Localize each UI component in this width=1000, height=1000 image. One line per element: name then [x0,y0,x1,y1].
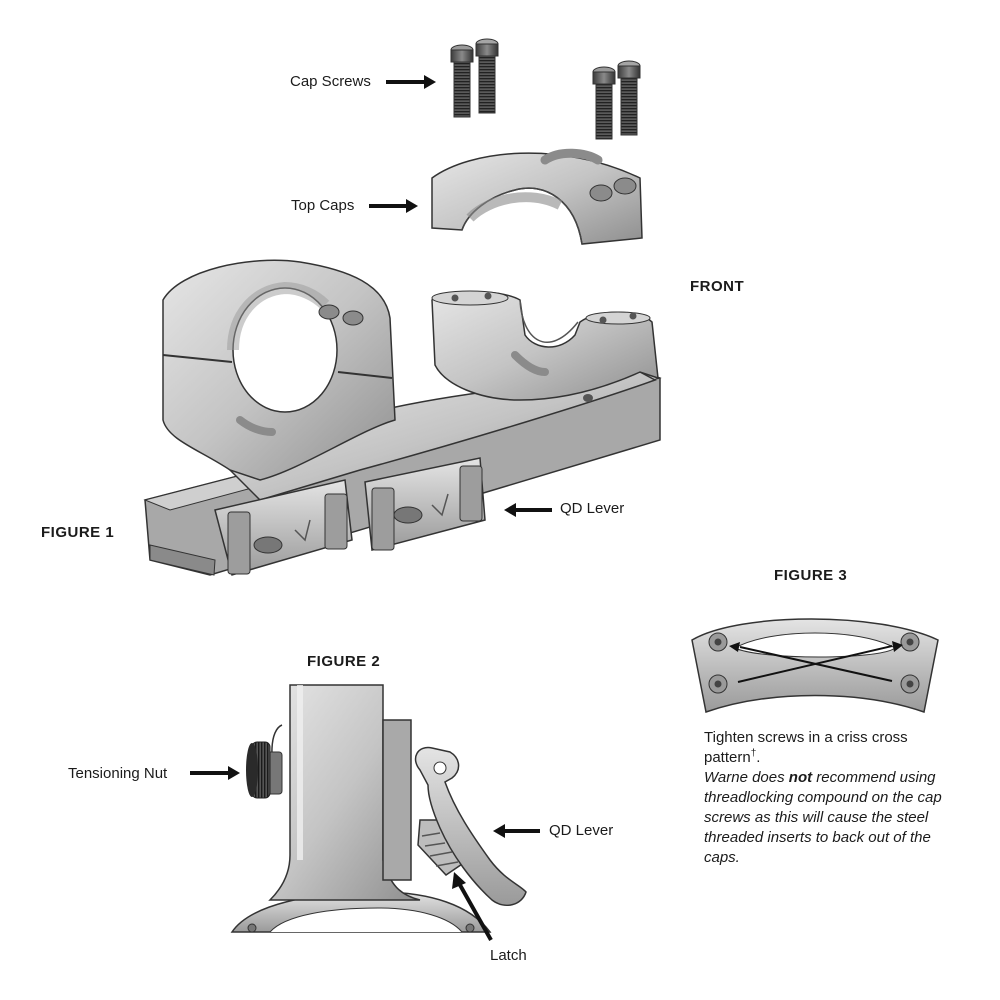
arrow-right-icon [190,766,240,780]
cap-screw [617,60,641,136]
screw-head [900,674,920,694]
figure-2-title: FIGURE 2 [307,653,381,670]
latch-label: Latch [490,947,527,964]
instruction-end: . [756,749,761,766]
top-cap [431,148,643,245]
qd-lever [414,746,527,907]
instruction-text: Tighten screws in a criss cross pattern [704,729,908,766]
cap-screw [592,66,616,140]
qd-clamp [214,479,353,576]
arrow-up-icon [452,872,493,941]
qd-clamp [364,457,486,551]
top-caps-label: Top Caps [291,197,355,214]
threadlocker-warning: Warne does not recommend using threadloc… [704,768,964,868]
arrow-left-icon [504,503,552,517]
warning-prefix: Warne does [704,769,789,786]
qd-lever-label: QD Lever [549,822,614,839]
qd-lever-label: QD Lever [560,500,625,517]
arrow-left-icon [493,824,540,838]
tensioning-nut [246,741,283,799]
cap-screw [450,44,474,118]
figure-3-title: FIGURE 3 [774,567,848,584]
cap-screw-pattern [691,618,939,713]
cap-screws [450,38,641,140]
warning-suffix: recommend using threadlocking compound o… [704,769,942,866]
screw-head [708,632,728,652]
cap-screws-label: Cap Screws [290,73,371,90]
arrow-right-icon [386,75,436,89]
front-label: FRONT [690,278,745,295]
figure-1-title: FIGURE 1 [41,524,115,541]
qd-lever-closeup [230,684,527,933]
tensioning-nut-label: Tensioning Nut [68,765,168,782]
screw-head [900,632,920,652]
scope-mount [143,259,662,576]
figure-3-instructions: Tighten screws in a criss cross pattern†… [704,728,964,868]
warning-emphasis: not [788,769,813,786]
cap-screw [475,38,499,114]
arrow-right-icon [369,199,418,213]
footnote-mark: † [750,748,757,759]
screw-head [708,674,728,694]
tighten-instruction: Tighten screws in a criss cross pattern†… [704,728,964,768]
